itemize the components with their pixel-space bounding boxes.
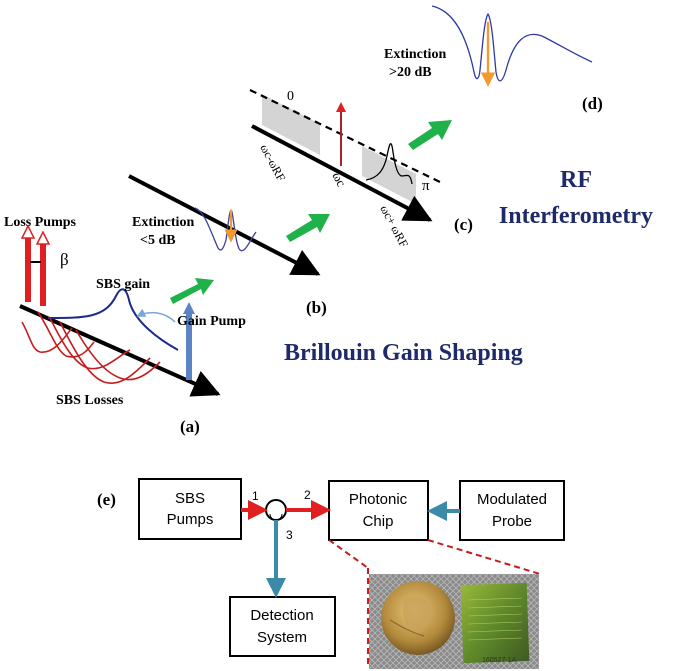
panel-b-response <box>194 207 257 252</box>
sbs-gain-curve <box>47 288 179 351</box>
photonic-chip-line2: Chip <box>363 513 394 530</box>
arrow-b-to-c <box>286 214 330 242</box>
sbs-pumps-line1: SBS <box>175 490 205 507</box>
panel-label-a: (a) <box>180 417 200 436</box>
zoom-line-right <box>427 539 541 575</box>
extinction-d-line1: Extinction <box>384 47 446 62</box>
panel-c-axis <box>251 124 433 222</box>
freq-wc-minus-label: ωc-ωRF <box>257 142 288 184</box>
gain-pump-pointer <box>136 308 176 323</box>
port-1-label: 1 <box>252 489 259 503</box>
chip-photo: 160527-1A <box>369 574 539 669</box>
sbs-pumps-box <box>138 478 242 540</box>
phase-region-right <box>362 146 416 204</box>
detection-system-line2: System <box>257 629 307 646</box>
sbs-gain-label: SBS gain <box>96 277 150 292</box>
circulator <box>265 499 287 521</box>
phase-region-left <box>262 94 320 155</box>
photonic-chip-box <box>328 480 429 541</box>
phase-zero-label: 0 <box>287 89 294 104</box>
modulated-probe-box <box>459 480 565 541</box>
panel-label-b: (b) <box>306 298 327 317</box>
extinction-b-line1: Extinction <box>132 215 194 230</box>
modulated-probe-line1: Modulated <box>477 491 547 508</box>
chip-id-label: 160527-1A <box>482 657 517 664</box>
extinction-b-line2: <5 dB <box>140 233 176 248</box>
zoom-line-left <box>328 539 369 569</box>
extinction-d-line2: >20 dB <box>389 65 432 80</box>
sideband-response <box>365 142 413 185</box>
panel-a: Loss Pumps β SBS gain Gain Pump SBS Loss… <box>4 215 246 436</box>
port-3-label: 3 <box>286 528 293 542</box>
loss-pump-arrows <box>20 224 51 306</box>
panel-label-d: (d) <box>582 94 603 113</box>
gain-pump-label: Gain Pump <box>177 314 246 329</box>
panel-e: (e) SBS Pumps Photonic Chip Modulated Pr… <box>97 478 565 669</box>
phase-pi-label: π <box>422 178 430 194</box>
port-2-label: 2 <box>304 488 311 502</box>
gain-pump-arrow <box>183 302 195 380</box>
sbs-loss-curves <box>21 311 161 384</box>
panel-d: Extinction >20 dB (d) <box>384 5 603 113</box>
arrow-c-to-d <box>408 120 452 150</box>
panel-label-e: (e) <box>97 490 116 509</box>
rf-heading-line1: RF <box>560 167 592 193</box>
brillouin-heading: Brillouin Gain Shaping <box>284 340 523 366</box>
beta-label: β <box>60 250 69 269</box>
detection-system-box <box>229 596 336 657</box>
panel-a-axis <box>19 304 221 397</box>
modulated-probe-line2: Probe <box>492 513 532 530</box>
loss-pumps-label: Loss Pumps <box>4 215 77 230</box>
arrow-a-to-b <box>170 278 214 304</box>
detection-system-line1: Detection <box>250 607 313 624</box>
sbs-losses-label: SBS Losses <box>56 393 124 408</box>
panel-label-c: (c) <box>454 215 473 234</box>
panel-b-axis <box>128 174 321 276</box>
sbs-pumps-line2: Pumps <box>167 511 214 528</box>
photonic-chip-line1: Photonic <box>349 491 408 508</box>
rf-heading-line2: Interferometry <box>499 203 653 229</box>
freq-wc-label: ωc <box>329 169 349 189</box>
freq-wc-plus-label: ωc+ ωRF <box>377 203 411 250</box>
panel-b: Extinction <5 dB (b) <box>128 174 327 317</box>
panel-c: 0 π ωc-ωRF ωc ωc+ ωRF (c) <box>249 89 473 250</box>
panel-d-response <box>431 5 593 82</box>
